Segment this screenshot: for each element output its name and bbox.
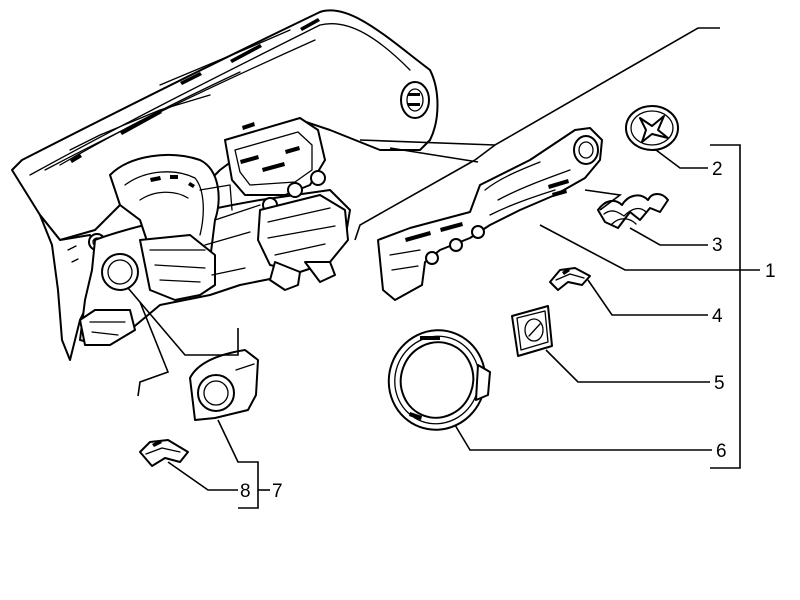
callout-7: 7 [272, 481, 283, 502]
part-4-small-clip [549, 267, 591, 291]
part-8-clip [139, 439, 189, 467]
part-3-clip-bracket [597, 193, 669, 229]
callout-5: 5 [714, 373, 725, 394]
callout-8: 8 [240, 481, 251, 502]
callout-labels: 1 2 3 4 5 6 7 8 [240, 159, 776, 502]
callout-1: 1 [765, 261, 776, 282]
callout-2: 2 [712, 159, 723, 180]
part-5-square-pad [511, 305, 553, 357]
leader-lines [127, 27, 760, 509]
dashboard-assembly [11, 9, 439, 361]
callout-3: 3 [712, 235, 723, 256]
part-7-vent-bezel [189, 349, 259, 421]
callout-4: 4 [712, 306, 723, 327]
part-6-trim-ring [387, 329, 491, 431]
callout-6: 6 [716, 441, 727, 462]
part-1-dash-trim-panel [377, 127, 603, 301]
part-2-push-nut [625, 105, 679, 151]
